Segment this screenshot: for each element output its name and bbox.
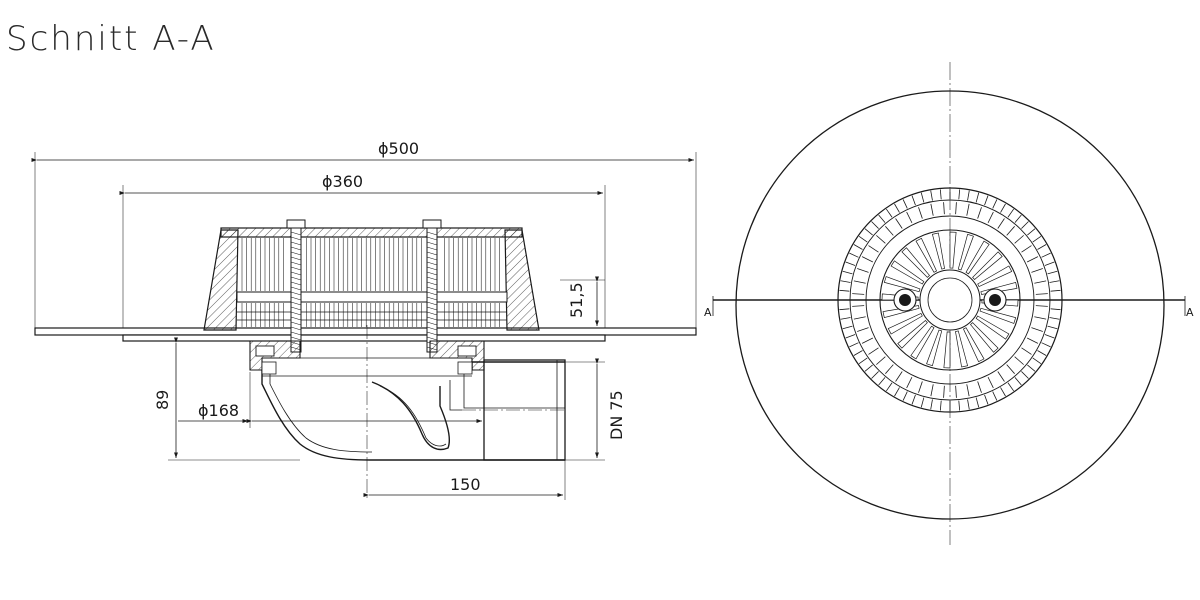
section-mark-left: A <box>704 306 712 319</box>
dimension-height-upper: 51,5 <box>560 276 605 326</box>
section-view: ϕ500 ϕ360 <box>31 139 697 500</box>
height-total-label: 89 <box>153 390 172 410</box>
outlet-length-label: 150 <box>450 475 481 494</box>
section-mark-right: A <box>1186 306 1194 319</box>
dimension-cage-diameter: ϕ360 <box>119 172 606 340</box>
pipe-size-label: DN 75 <box>607 390 626 440</box>
dimension-outer-diameter: ϕ500 <box>31 139 697 330</box>
screw-head-right <box>983 288 1007 312</box>
body-diameter-label: ϕ168 <box>198 401 239 420</box>
dimension-body-diameter: ϕ168 <box>178 370 485 428</box>
dimension-outlet-length: 150 <box>363 460 566 500</box>
dimension-pipe-size: DN 75 <box>565 358 626 461</box>
drawing-title: Schnitt A-A <box>6 19 216 59</box>
plan-view: A A <box>704 62 1194 545</box>
dimension-height-total: 89 <box>153 337 300 461</box>
gravel-guard <box>203 219 540 353</box>
screw-head-left <box>893 288 917 312</box>
flange-plate <box>34 327 697 342</box>
height-upper-label: 51,5 <box>567 282 586 318</box>
cage-diameter-label: ϕ360 <box>322 172 363 191</box>
drain-body <box>249 340 566 461</box>
outer-diameter-label: ϕ500 <box>378 139 419 158</box>
